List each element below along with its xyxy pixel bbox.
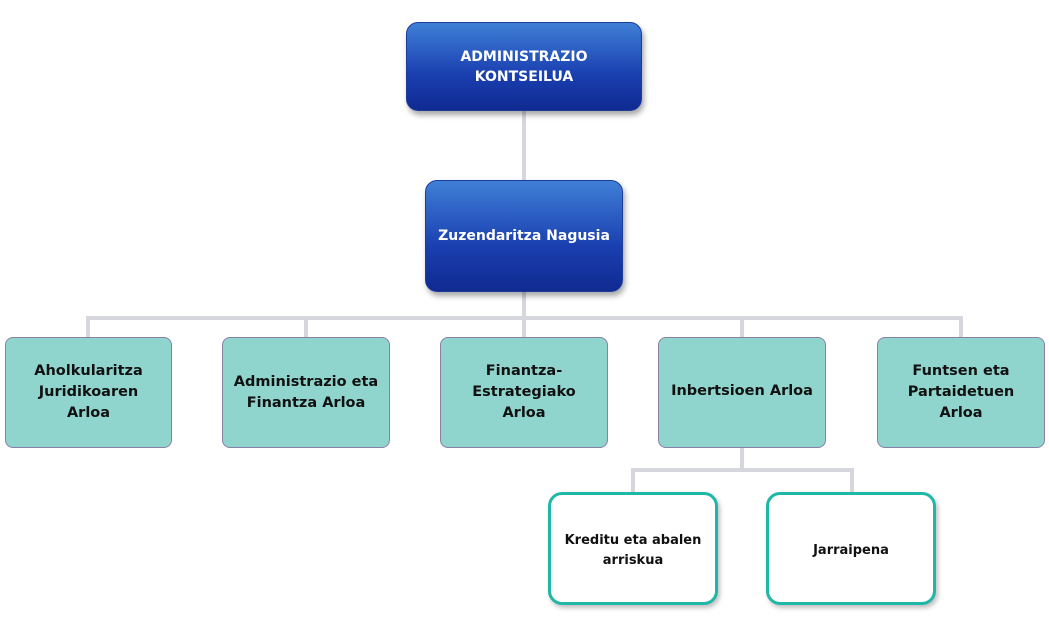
node-area-funds: Funtsen eta Partaidetuen Arloa (877, 337, 1045, 448)
connector-area-3 (522, 316, 526, 337)
node-label: Funtsen eta Partaidetuen Arloa (907, 363, 1015, 421)
connector-sub-bus (631, 468, 854, 472)
node-credit-risk: Kreditu eta abalen arriskua (548, 492, 718, 605)
connector-area-1 (86, 316, 90, 337)
node-label: Administrazio eta Finantza Arloa (233, 373, 379, 411)
node-board-label: ADMINISTRAZIO KONTSEILUA (460, 48, 588, 85)
node-management-label: Zuzendaritza Nagusia (438, 228, 610, 244)
node-area-investments: Inbertsioen Arloa (658, 337, 826, 448)
node-label: Jarraipena (813, 543, 889, 558)
connector-sub-2 (850, 468, 854, 492)
connector-area-4 (740, 316, 744, 337)
connector-area-2 (304, 316, 308, 337)
connector-board-management (522, 111, 526, 180)
node-label: Finantza-Estrategiako Arloa (472, 363, 576, 421)
connector-sub-1 (631, 468, 635, 492)
node-label: Kreditu eta abalen arriskua (564, 533, 702, 568)
node-monitoring: Jarraipena (766, 492, 936, 605)
connector-area-5 (959, 316, 963, 337)
node-label: Inbertsioen Arloa (671, 383, 813, 399)
node-board: ADMINISTRAZIO KONTSEILUA (406, 22, 642, 111)
connector-investments-trunk (740, 448, 744, 470)
connector-management-trunk (522, 292, 526, 320)
node-area-legal: Aholkularitza Juridikoaren Arloa (5, 337, 172, 448)
node-area-admin-finance: Administrazio eta Finantza Arloa (222, 337, 390, 448)
node-area-financial-strategy: Finantza-Estrategiako Arloa (440, 337, 608, 448)
node-label: Aholkularitza Juridikoaren Arloa (34, 363, 143, 421)
node-management: Zuzendaritza Nagusia (425, 180, 623, 292)
